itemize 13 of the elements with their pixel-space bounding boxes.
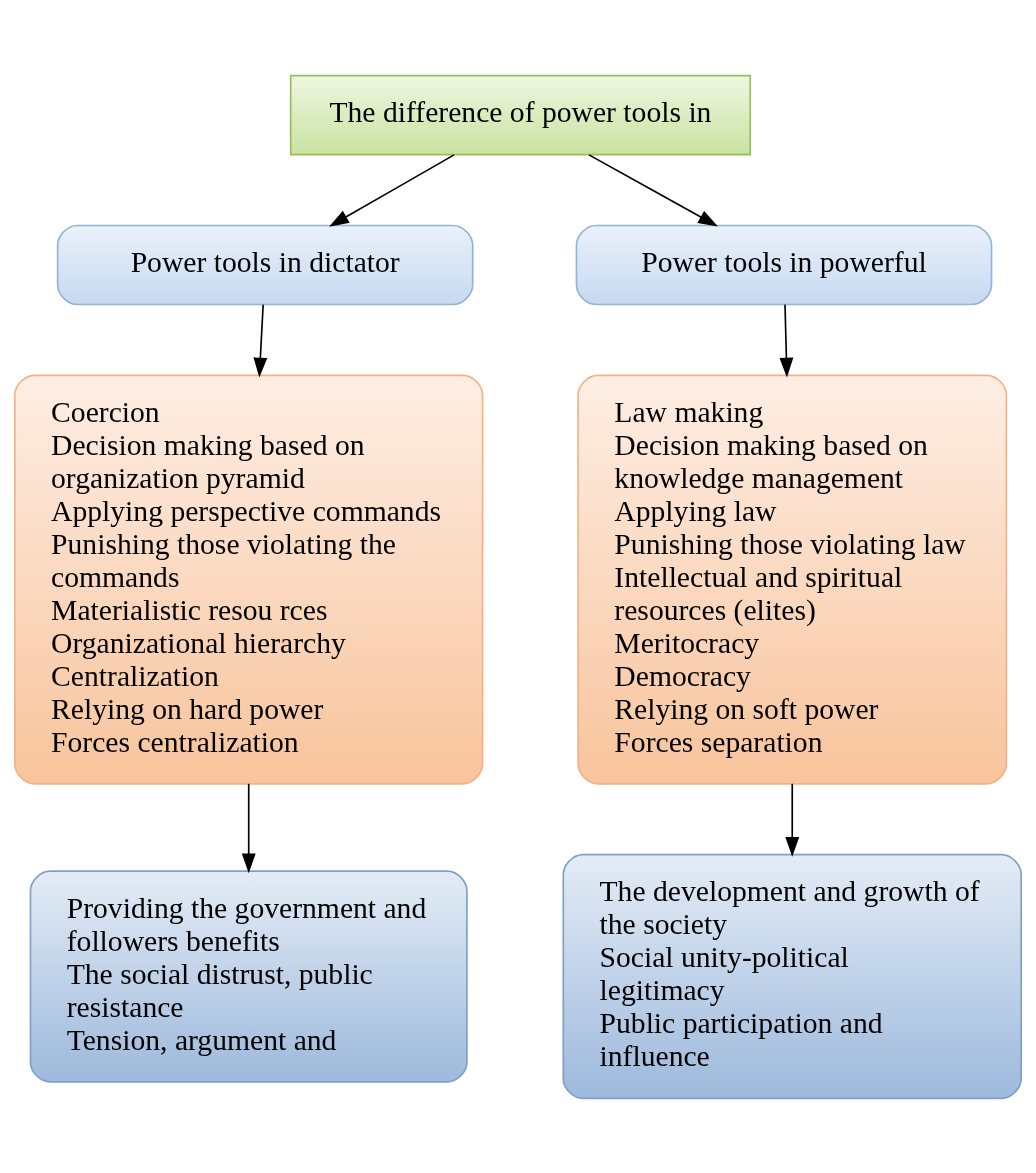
node-box: The difference of power tools in: [289, 74, 752, 155]
arrow: [241, 782, 256, 873]
node-box: Power tools in dictator: [56, 224, 474, 305]
arrow: [588, 153, 718, 227]
node-box: Coercion Decision making based on organization pyramid Applying perspective commands Punishing those violating the commands Materialistic resou rces Organizational hierarchy Centralization Relying on hard power Forces centralization: [14, 374, 484, 785]
node-box: Law making Decision making based on knowledge management Applying law Punishing those violating law Intellectual and spiritual resources (elites) Meritocracy Democracy Relying on soft power Forces separation: [577, 374, 1008, 785]
node-box: Power tools in powerful: [575, 224, 993, 305]
arrow: [779, 303, 794, 377]
arrow: [253, 303, 268, 377]
node-box: The development and growth of the society Social unity-political legitimacy Public participation and influence: [562, 853, 1022, 1099]
arrow: [785, 782, 800, 857]
node-box: Providing the government and followers benefits The social distrust, public resistance Tension, argument and: [29, 869, 468, 1083]
arrow: [329, 153, 455, 227]
